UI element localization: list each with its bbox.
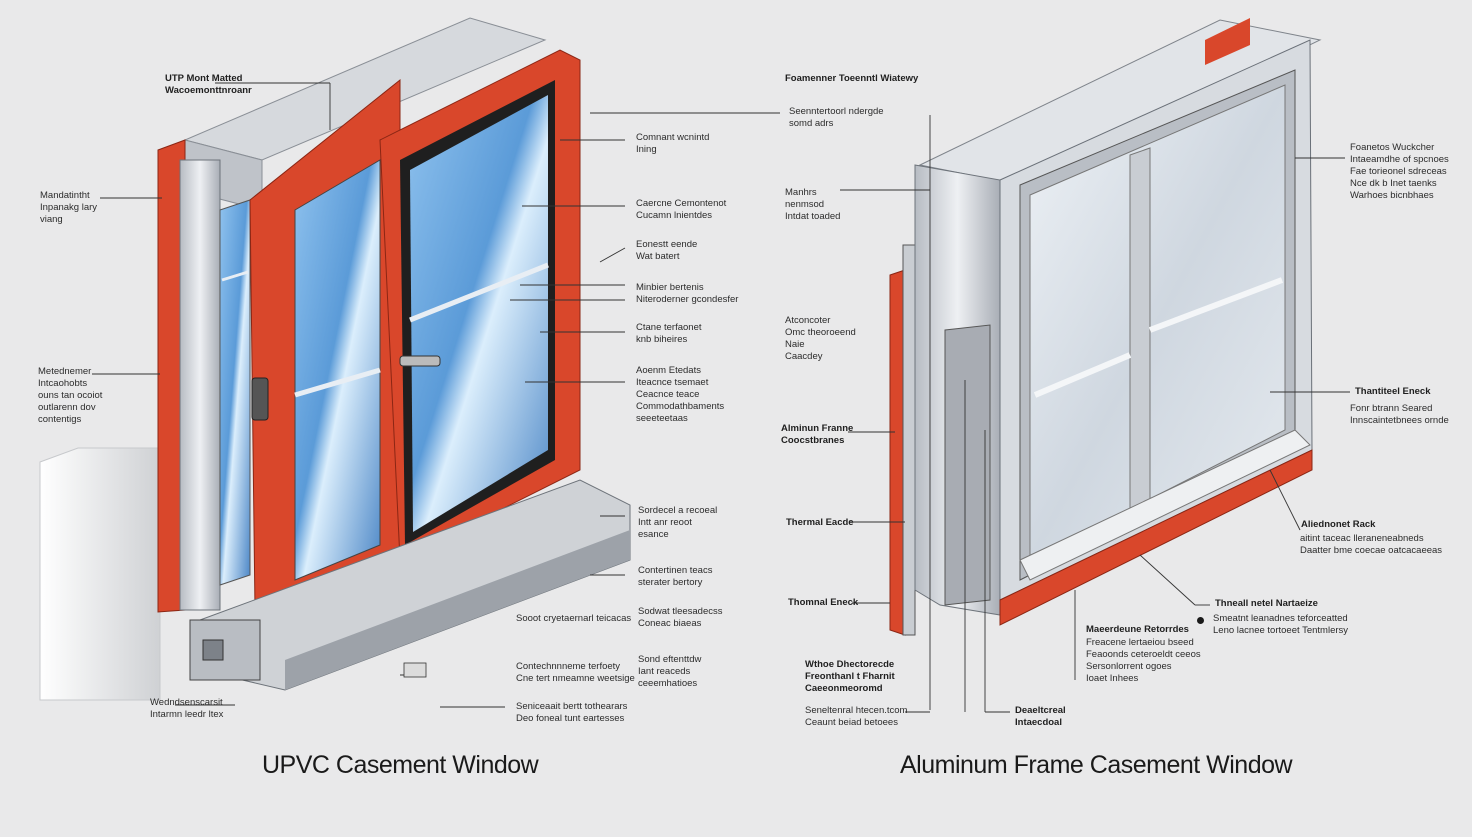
callout-label: Sodwat tleesadecss Coneac biaeas [638, 606, 723, 629]
callout-label: Eonestt eende Wat batert [636, 239, 698, 262]
callout-label: Mandatintht Inpanakg lary viang [40, 190, 98, 225]
aluminum-window-illustration [889, 18, 1322, 636]
callout-label: Minbier bertenis Niteroderner gcondesfer [636, 282, 739, 305]
callout-label: Caercne Cemontenot Cucamn lnientdes [636, 198, 727, 221]
upvc-window-illustration [39, 17, 631, 701]
callout-label: Wedndsenscarsit Intarmn leedr ltex [150, 697, 224, 720]
callout-box-marker [403, 662, 427, 678]
callout-label: Foanetos Wuckcher Intaeamdhe of spcnoes … [1350, 142, 1449, 201]
callout-label: Atconcoter Omc theoroeend Naie Caacdey [785, 315, 856, 362]
callout-label: Seniceaait bertt tothearars Deo foneal t… [516, 701, 628, 724]
callout-label: UTP Mont Matted Wacoemonttnroanr [165, 73, 252, 96]
callout-label: Fonr btrann Seared Innscaintetbnees ornd… [1350, 403, 1449, 426]
aluminum-title: Aluminum Frame Casement Window [900, 751, 1293, 779]
callout-label: Sond eftenttdw Iant reaceds ceeemhatioes [638, 654, 702, 689]
callout-label: Metednemer Intcaohobts ouns tan ocoiot o… [38, 366, 103, 425]
callout-label: Contertinen teacs sterater bertory [638, 565, 713, 588]
callout-label: Thomnal Eneck [788, 597, 859, 608]
callout-label: Freacene lertaeiou bseed Feaoonds cetero… [1086, 637, 1201, 684]
callout-label: Seneltenral htecen.tcom Ceaunt beiad bet… [805, 705, 908, 728]
bullet-dot [1197, 617, 1204, 624]
callout-label: Manhrs nenmsod Intdat toaded [785, 187, 841, 222]
callout-label: Thneall netel Nartaeize [1215, 598, 1318, 609]
callout-label: Ctane terfaonet knb biheires [636, 322, 702, 345]
callout-label: Comnant wcnintd Ining [636, 132, 710, 155]
callout-label: Sordecel a recoeal Intt anr reoot esance [638, 505, 718, 540]
callout-label: Thantiteel Eneck [1355, 386, 1431, 397]
leader-lines [92, 82, 1350, 713]
callout-label: Deaeltcreal Intaecdoal [1015, 705, 1066, 728]
callout-label: Aliednonet Rack [1301, 519, 1376, 530]
callout-label: Wthoe Dhectorecde Freonthanl t Fharnit C… [805, 659, 895, 694]
callout-label: Thermal Eacde [786, 517, 854, 528]
callout-label: Sooot cryetaernarl teicacas [516, 613, 632, 624]
callout-label: Seenntertoorl ndergde somd adrs [789, 106, 884, 129]
callout-label: Aoenm Etedats Iteacnce tsemaet Ceacnce t… [636, 365, 725, 424]
callout-label: Maeerdeune Retorrdes [1086, 624, 1189, 635]
callout-label: Contechnnneme terfoety Cne tert nmeamne … [516, 661, 635, 684]
callout-label: Smeatnt leanadnes teforceatted Leno lacn… [1213, 613, 1349, 636]
upvc-title: UPVC Casement Window [262, 751, 539, 779]
callout-label: aitint taceac lleraneneabneds Daatter bm… [1300, 533, 1443, 556]
callout-label: Alminun Franne Coocstbranes [781, 423, 854, 446]
callout-label: Foamenner Toeenntl Wiatewy [785, 73, 919, 84]
